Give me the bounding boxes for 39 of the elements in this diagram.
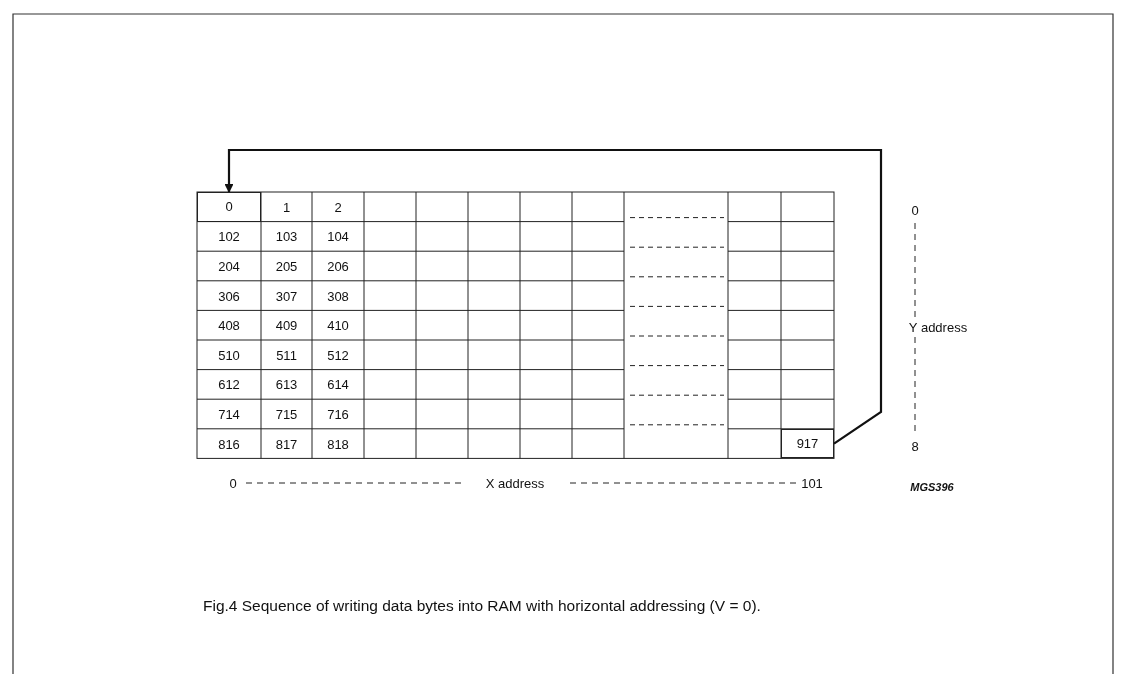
cell-value: 308 — [327, 289, 349, 303]
cell-value: 917 — [796, 436, 819, 452]
grid-cell — [197, 192, 261, 222]
axis-label: 0 — [229, 476, 237, 490]
cell-value: 104 — [327, 229, 349, 243]
cell-value: 0 — [225, 199, 233, 215]
cell-value: 103 — [275, 229, 298, 243]
figure-code: MGS396 — [910, 481, 954, 493]
cell-value: 511 — [276, 348, 297, 362]
cell-value: 306 — [218, 289, 240, 303]
cell-value: 816 — [218, 437, 240, 451]
cell-value: 206 — [327, 259, 349, 273]
arrow — [224, 148, 883, 445]
cell-value: 410 — [327, 318, 349, 332]
cell-value: 512 — [327, 348, 349, 362]
cell-value: 205 — [275, 259, 298, 273]
figure-caption: Fig.4 Sequence of writing data bytes into RAM with horizontal addressing (V = 0). — [203, 597, 761, 615]
cell-value: 613 — [275, 377, 298, 391]
cell-value: 204 — [218, 259, 240, 273]
cell-value: 1 — [282, 200, 291, 214]
cell-value: 818 — [327, 437, 349, 451]
cell-value: 307 — [275, 289, 298, 303]
cell-value: 612 — [218, 377, 240, 391]
cell-value: 817 — [275, 437, 298, 451]
axis-title: X address — [485, 476, 545, 490]
axis-title: Y address — [908, 320, 968, 334]
grid-cell — [781, 428, 834, 459]
cell-value: 715 — [275, 407, 298, 421]
axis-label: 0 — [911, 203, 919, 217]
axis-label: 101 — [801, 476, 823, 490]
cell-value: 409 — [275, 318, 298, 332]
cell-value: 510 — [218, 348, 240, 362]
cell-value: 408 — [218, 318, 240, 332]
cell-value: 714 — [218, 407, 240, 421]
axis-label: 8 — [911, 439, 919, 453]
cell-value: 614 — [327, 377, 349, 391]
cell-value: 2 — [334, 200, 342, 214]
cell-value: 716 — [327, 407, 349, 421]
cell-value: 102 — [218, 229, 240, 243]
